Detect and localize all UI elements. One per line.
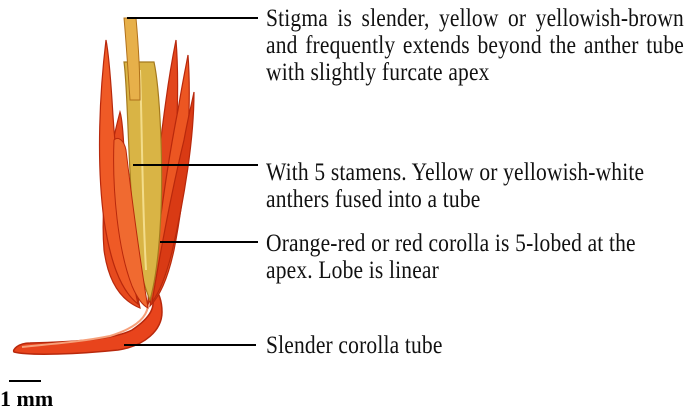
corolla-leader-line (160, 241, 258, 243)
stigma-leader-line (127, 17, 258, 19)
stigma-label: Stigma is slender, yellow or yellowish-b… (266, 5, 684, 86)
corolla-tube-label: Slender corolla tube (266, 332, 684, 359)
stamens-leader-line (133, 164, 258, 166)
stamens-label: With 5 stamens. Yellow or yellowish-whit… (266, 159, 684, 213)
scale-label: 1 mm (0, 386, 53, 412)
corolla-label: Orange-red or red corolla is 5-lobed at … (266, 230, 684, 284)
tube-leader-line (124, 344, 256, 346)
scale-bar (9, 380, 41, 382)
